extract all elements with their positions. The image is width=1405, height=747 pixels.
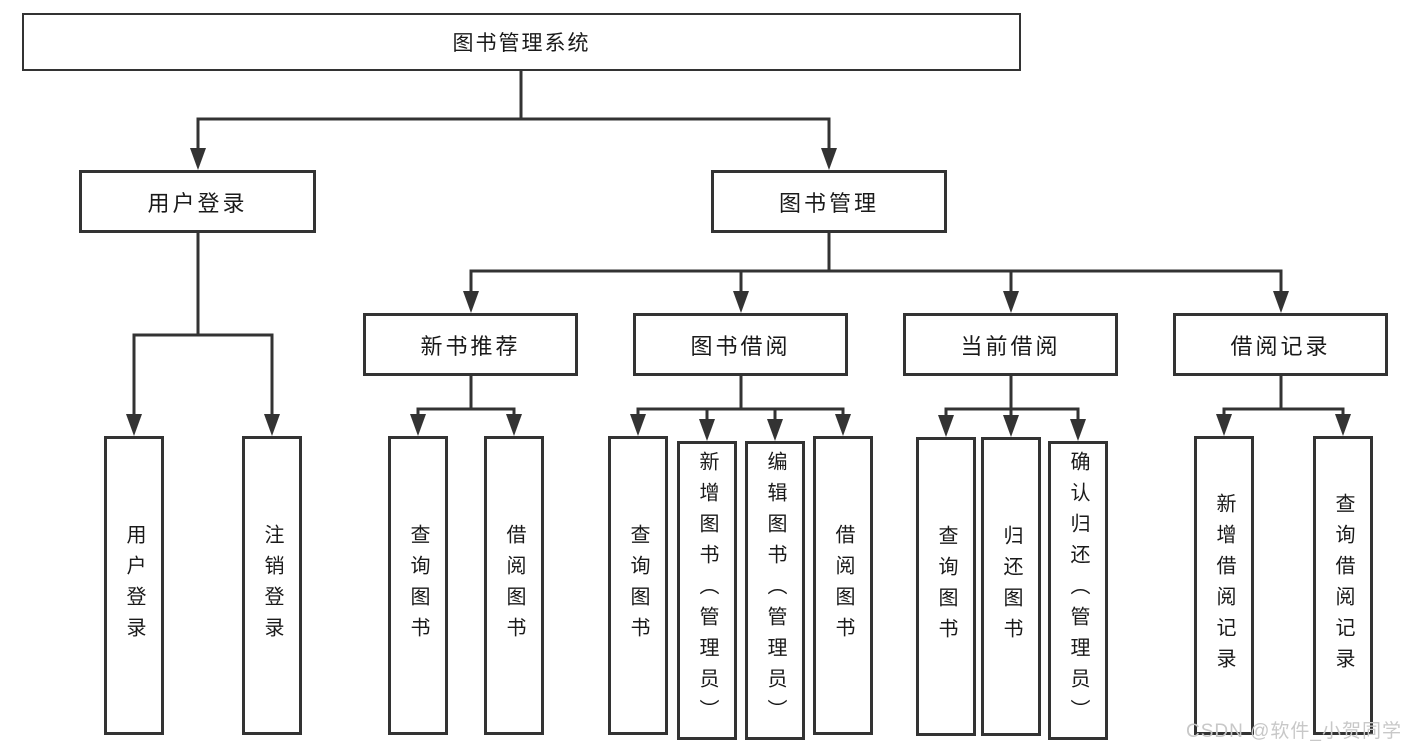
leaf-bb-add-book-admin: 新增图书（管理员）: [677, 441, 737, 740]
node-label: 图书管理: [778, 190, 879, 216]
leaf-logout: 注销登录: [242, 436, 302, 735]
node-label: 当前借阅: [960, 333, 1061, 359]
node-label: 编辑图书（管理员）: [764, 451, 786, 730]
leaf-user-login: 用户登录: [104, 436, 164, 735]
node-label: 用户登录: [147, 190, 248, 216]
node-label: 图书管理系统: [452, 32, 591, 55]
node-borrow-record: 借阅记录: [1173, 313, 1388, 376]
connector-book-borrow-children: [630, 374, 851, 441]
node-label: 借阅记录: [1230, 333, 1331, 359]
node-book-borrow: 图书借阅: [633, 313, 848, 376]
node-label: 确认归还（管理员）: [1067, 451, 1089, 730]
leaf-nb-query-book: 查询图书: [388, 436, 448, 735]
node-label: 图书借阅: [690, 333, 791, 359]
node-label: 用户登录: [123, 523, 145, 648]
node-user-login: 用户登录: [79, 170, 316, 233]
watermark: CSDN @软件_小贺同学: [1186, 721, 1402, 742]
connector-new-book-recommend-children: [410, 374, 522, 436]
node-label: 新书推荐: [420, 333, 521, 359]
leaf-cb-query-book: 查询图书: [916, 437, 976, 736]
node-label: 借阅图书: [832, 523, 854, 648]
node-label: 查询图书: [407, 523, 429, 648]
connector-current-borrow-children: [938, 374, 1086, 441]
connector-borrow-record-children: [1216, 374, 1351, 436]
node-root: 图书管理系统: [22, 13, 1021, 71]
node-label: 新增图书（管理员）: [696, 451, 718, 730]
node-current-borrow: 当前借阅: [903, 313, 1118, 376]
node-label: 借阅图书: [503, 523, 525, 648]
node-label: 查询图书: [627, 523, 649, 648]
node-label: 查询借阅记录: [1332, 492, 1354, 679]
node-label: 查询图书: [935, 524, 957, 649]
leaf-bb-borrow-book: 借阅图书: [813, 436, 873, 735]
node-label: 新增借阅记录: [1213, 492, 1235, 679]
leaf-bb-query-book: 查询图书: [608, 436, 668, 735]
connector-root-to-level2: [190, 69, 837, 170]
leaf-br-query-record: 查询借阅记录: [1313, 436, 1373, 735]
leaf-nb-borrow-book: 借阅图书: [484, 436, 544, 735]
connector-book-management-children: [463, 231, 1289, 313]
leaf-cb-return-book: 归还图书: [981, 437, 1041, 736]
node-label: 注销登录: [261, 523, 283, 648]
leaf-cb-confirm-return-admin: 确认归还（管理员）: [1048, 441, 1108, 740]
leaf-bb-edit-book-admin: 编辑图书（管理员）: [745, 441, 805, 740]
node-book-management: 图书管理: [711, 170, 947, 233]
node-label: 归还图书: [1000, 524, 1022, 649]
leaf-br-add-record: 新增借阅记录: [1194, 436, 1254, 735]
node-new-book-recommend: 新书推荐: [363, 313, 578, 376]
connector-user-login-children: [126, 231, 280, 436]
